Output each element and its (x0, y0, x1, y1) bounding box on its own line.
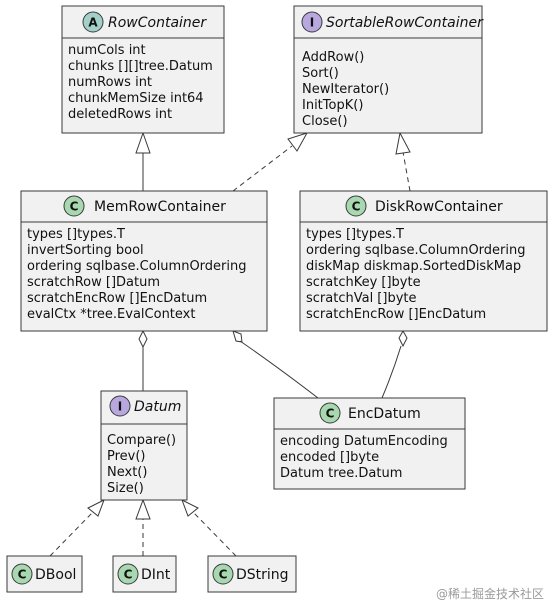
class-icon-letter: C (124, 568, 133, 582)
class-dbool: C DBool (6, 555, 83, 593)
member: ordering sqlbase.ColumnOrdering (306, 243, 526, 258)
mem-datum-diamond (138, 329, 148, 349)
member: scratchEncRow []EncDatum (306, 307, 486, 322)
disk-encdatum-line (381, 345, 402, 399)
class-icon-letter: C (70, 200, 79, 214)
interface-icon-letter: I (310, 16, 314, 30)
member: numCols int (68, 43, 146, 58)
interface-icon (109, 395, 131, 417)
dstring-implements-datum-line (192, 511, 237, 557)
member: diskMap diskmap.SortedDiskMap (306, 259, 521, 274)
class-icon-letter: C (18, 568, 27, 582)
member: deletedRows int (68, 107, 172, 122)
class-name: DBool (35, 567, 76, 583)
member: numRows int (68, 75, 152, 90)
class-dstring: C DString (207, 555, 297, 593)
class-icon (63, 195, 85, 217)
interface-datum: I Datum Compare() Prev() Next() Size() (100, 390, 188, 501)
dbool-implements-datum-line (49, 511, 94, 557)
member: evalCtx *tree.EvalContext (27, 307, 195, 322)
abstract-class-icon-letter: A (88, 16, 98, 30)
mem-implements-sortable-line (232, 145, 293, 192)
member: types []types.T (27, 227, 125, 242)
interface-icon (301, 11, 323, 33)
watermark: @稀土掘金技术社区 (435, 587, 544, 601)
class-icon-letter: C (326, 407, 335, 421)
mem-encdatum-line (239, 340, 319, 399)
class-name: DString (236, 567, 289, 583)
member: types []types.T (306, 227, 404, 242)
mem-implements-sortable-arrowhead (287, 132, 309, 152)
interface-sortable-row-container: I SortableRowContainer AddRow() Sort() N… (293, 5, 484, 134)
disk-encdatum-diamond (398, 329, 408, 348)
class-mem-row-container: C MemRowContainer types []types.T invert… (20, 190, 268, 332)
class-icon-letter: C (219, 568, 228, 582)
member: AddRow() (302, 50, 364, 65)
member: Compare() (107, 433, 176, 448)
class-enc-datum: C EncDatum encoding DatumEncoding encode… (273, 397, 466, 490)
class-icon (319, 402, 341, 424)
member: scratchRow []Datum (27, 275, 160, 290)
member: scratchKey []byte (306, 275, 421, 290)
class-row-container: A RowContainer numCols int chunks [][]tr… (61, 5, 225, 134)
member: Datum tree.Datum (280, 466, 402, 481)
class-name: Datum (134, 399, 181, 415)
member: InitTopK() (302, 98, 363, 113)
member: invertSorting bool (27, 243, 144, 258)
class-name: SortableRowContainer (326, 15, 484, 31)
member: Size() (107, 481, 144, 496)
class-name: DiskRowContainer (375, 199, 503, 215)
class-name: DInt (141, 567, 171, 583)
member: scratchEncRow []EncDatum (27, 291, 207, 306)
member: Close() (302, 114, 348, 129)
member: chunkMemSize int64 (68, 91, 204, 106)
member: scratchVal []byte (306, 291, 417, 306)
dbool-implements-datum-arrowhead (87, 498, 105, 517)
class-icon (117, 563, 139, 585)
member: encoding DatumEncoding (280, 434, 448, 449)
dint-implements-datum-arrowhead (135, 498, 151, 520)
class-icon-letter: C (352, 200, 361, 214)
disk-implements-sortable-line (402, 151, 411, 192)
dstring-implements-datum-arrowhead (181, 498, 199, 517)
class-icon (345, 195, 367, 217)
member: encoded []byte (280, 450, 379, 465)
class-dint: C DInt (112, 555, 177, 593)
member: chunks [][]tree.Datum (68, 59, 213, 74)
disk-implements-sortable-arrowhead (395, 131, 411, 155)
interface-icon-letter: I (118, 400, 122, 414)
class-disk-row-container: C DiskRowContainer types []types.T order… (299, 190, 548, 332)
class-icon (11, 563, 33, 585)
class-icon (212, 563, 234, 585)
member: Prev() (107, 449, 146, 464)
class-name: EncDatum (348, 406, 421, 422)
member: NewIterator() (302, 82, 389, 97)
mem-encdatum-diamond (232, 330, 243, 343)
mem-extends-rowcontainer-arrowhead (135, 131, 151, 154)
member: ordering sqlbase.ColumnOrdering (27, 259, 247, 274)
member: Sort() (302, 66, 339, 81)
member: Next() (107, 465, 147, 480)
class-name: RowContainer (108, 15, 207, 31)
class-name: MemRowContainer (94, 199, 226, 215)
abstract-class-icon (82, 11, 104, 33)
